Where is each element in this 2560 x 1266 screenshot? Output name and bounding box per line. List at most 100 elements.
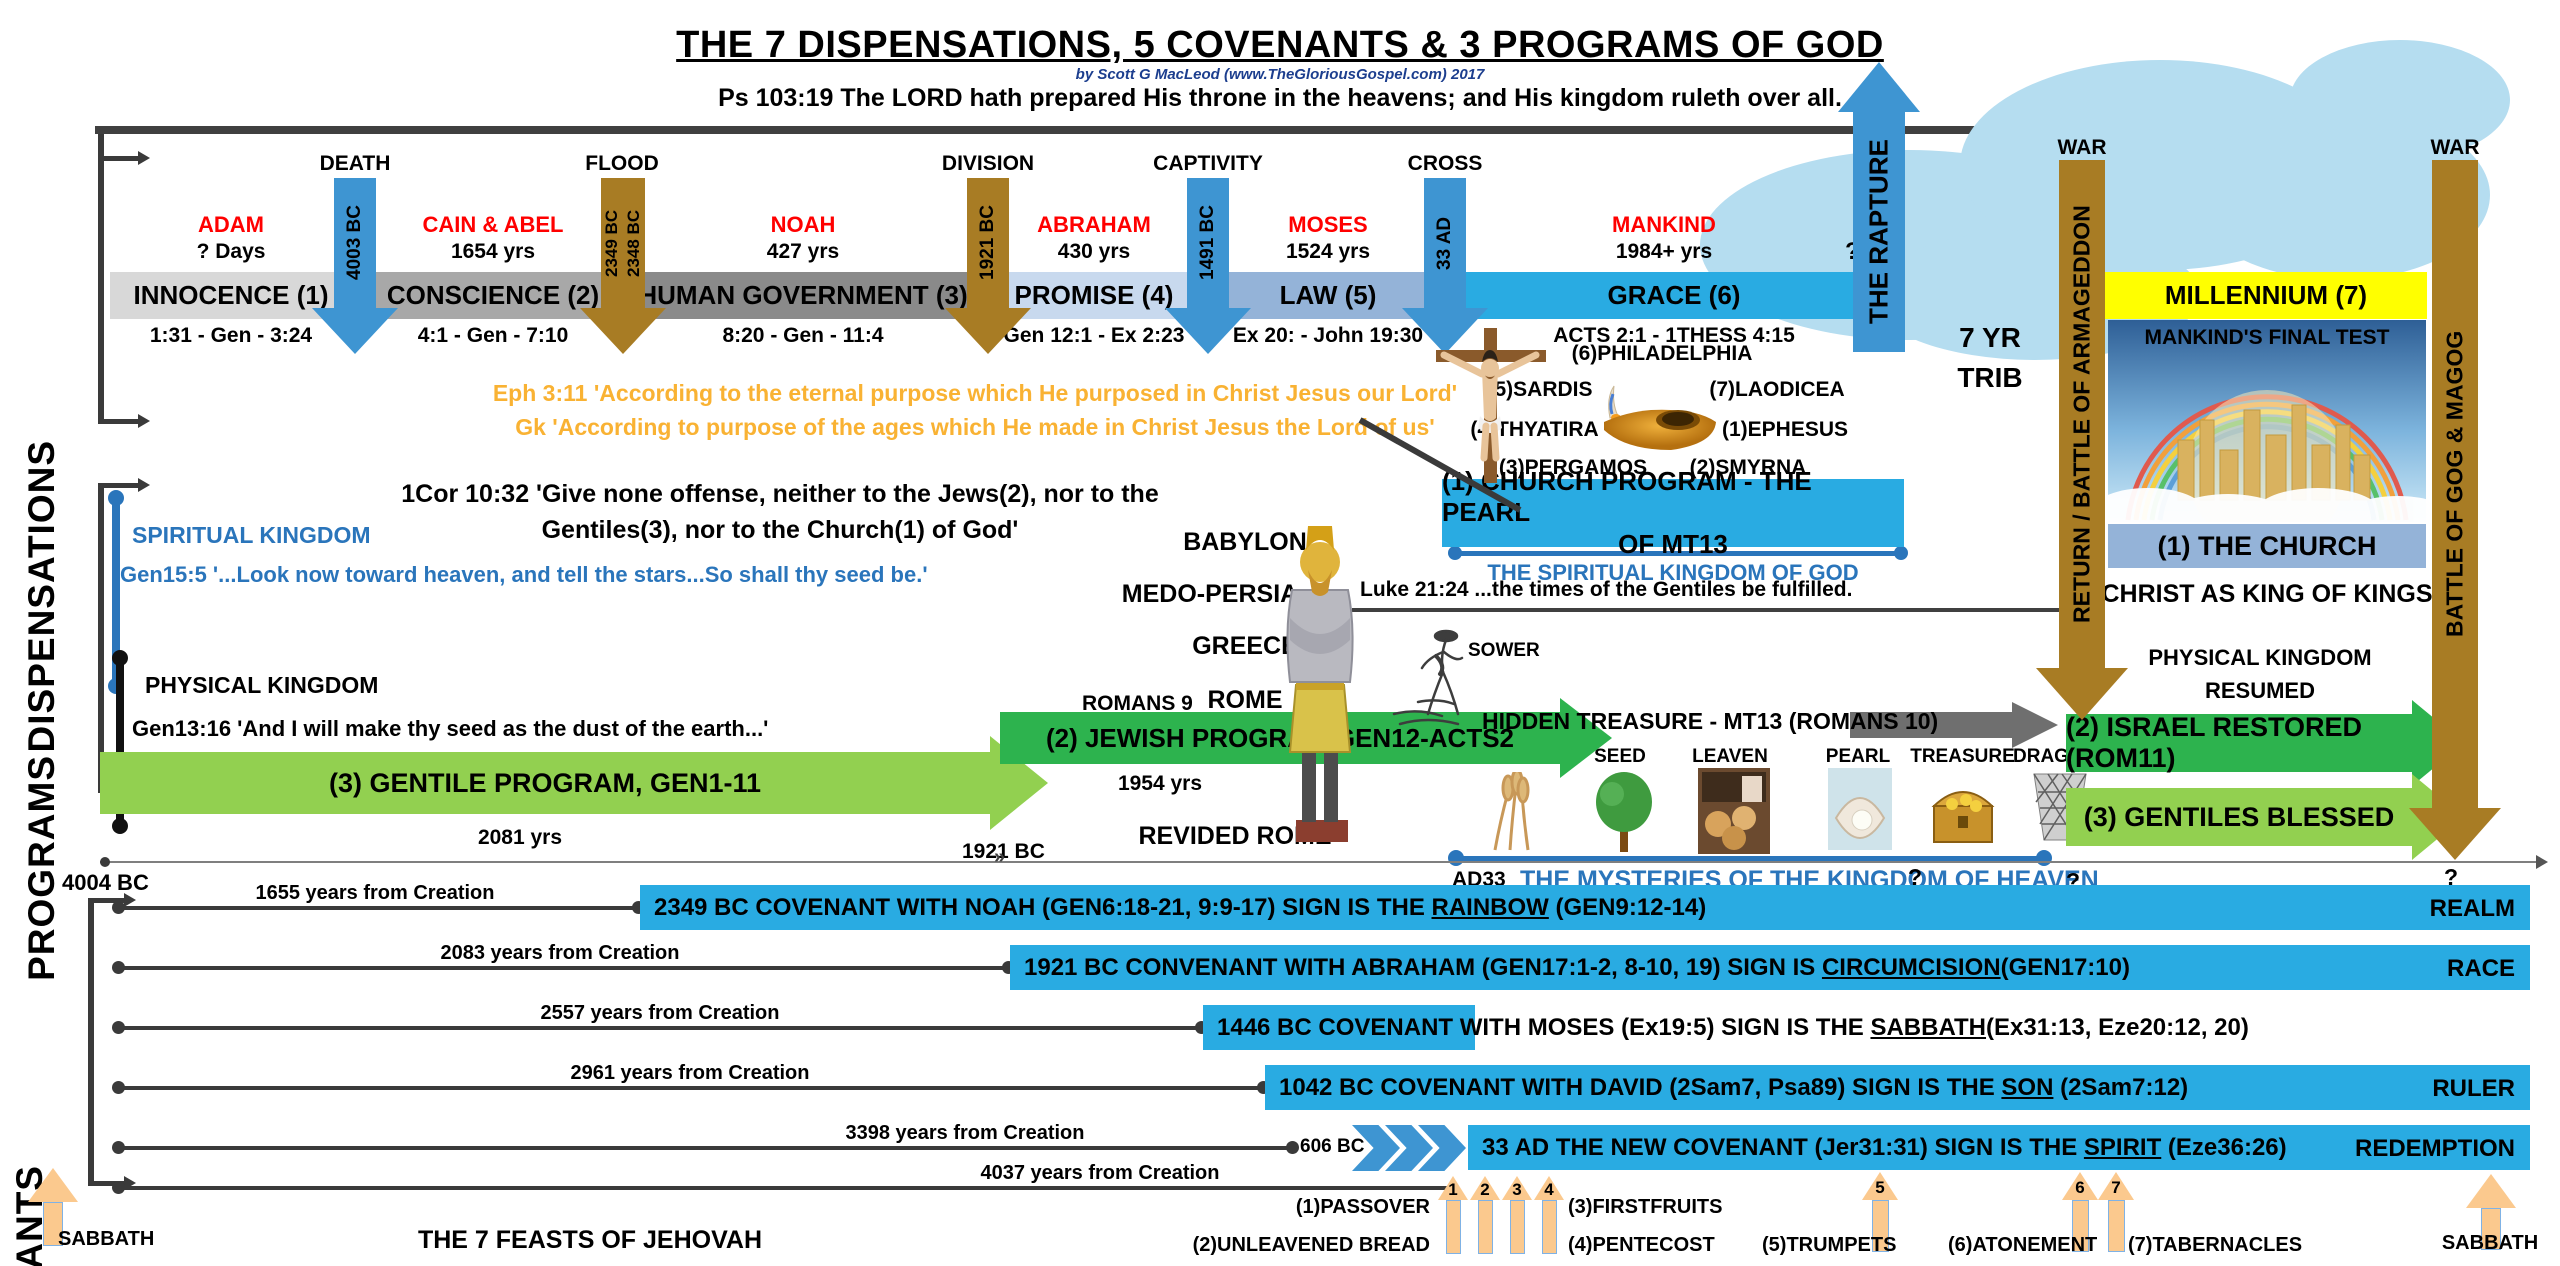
- era-ref: Ex 20: - John 19:30: [1232, 324, 1424, 347]
- gog-magog-arrow: BATTLE OF GOG & MAGOG: [2432, 160, 2478, 808]
- church-bar-label: (1) THE CHURCH: [2157, 530, 2377, 561]
- covenant4-tag: RULER: [2432, 1075, 2515, 1102]
- eph-quote-line2: Gk 'According to purpose of the ages whi…: [515, 414, 1435, 440]
- cor-quote-line2: Gentiles(3), nor to the Church(1) of God…: [541, 516, 1019, 544]
- israel-restored-arrow: (2) ISRAEL RESTORED (ROM11): [2066, 712, 2412, 773]
- feast-number-5: 5: [1875, 1178, 1885, 1197]
- eph-quote-line1: Eph 3:11 'According to the eternal purpo…: [492, 380, 1458, 406]
- millennium-church-bar: (1) THE CHURCH: [2108, 524, 2426, 568]
- event-label-division: DIVISION: [941, 152, 1035, 175]
- covenant2-text: 1921 BC CONVENANT WITH ABRAHAM (GEN17:1-…: [1024, 953, 2130, 981]
- mysteries-line-dot-right: [2036, 850, 2052, 866]
- gentiles-blessed-label: (3) GENTILES BLESSED: [2083, 801, 2395, 832]
- era-name: PROMISE (4): [1014, 280, 1174, 310]
- seed-tree-icon: [1592, 768, 1656, 854]
- era-bar-millennium: MILLENNIUM (7): [2105, 272, 2427, 319]
- feast-number-1: 1: [1448, 1180, 1458, 1199]
- era-ref: 1:31 - Gen - 3:24: [149, 324, 313, 347]
- covenant3-line-dot-left: [112, 1021, 125, 1034]
- event-label-flood: FLOOD: [585, 152, 659, 175]
- era-duration: 1984+ yrs: [1615, 240, 1713, 263]
- event-label-cross: CROSS: [1407, 152, 1483, 175]
- sabbath-left-arrow: [43, 1202, 63, 1246]
- covenant2-line: [118, 966, 1010, 970]
- spiritual-kingdom-line: [1454, 551, 1900, 556]
- gog-magog-label: BATTLE OF GOG & MAGOG: [2441, 330, 2468, 638]
- feast-number-7: 7: [2111, 1178, 2121, 1197]
- covenant1-text: 2349 BC COVENANT WITH NOAH (GEN6:18-21, …: [654, 893, 1707, 921]
- kingdom-medo-persia: MEDO-PERSIA: [1121, 580, 1299, 608]
- dispensations-bracket-arrow-top-tip: [138, 151, 150, 165]
- bc4004-label: 4004 BC: [62, 870, 149, 895]
- feast-arrow-head-3: [1502, 1176, 1532, 1200]
- era-duration: 1654 yrs: [450, 240, 536, 263]
- rapture-arrow: THE RAPTURE: [1853, 112, 1905, 352]
- covenants-bracket-arrow-bottom: [94, 1181, 124, 1186]
- era-bar-human-government: HUMAN GOVERNMENT (3): [628, 272, 978, 319]
- division-arrow-head: [945, 308, 1031, 354]
- era-bar-innocence: INNOCENCE (1): [110, 272, 352, 319]
- era-name: GRACE (6): [1607, 280, 1741, 310]
- tares-icon: [1480, 772, 1540, 852]
- physical-kingdom-bracket: [116, 655, 124, 825]
- feast-number-2: 2: [1480, 1180, 1490, 1199]
- covenant6-years: 4037 years from Creation: [980, 1162, 1220, 1184]
- covenant3-bar: 1446 BC COVENANT WITH MOSES (Ex19:5) SIG…: [1203, 1005, 2403, 1050]
- spiritual-kingdom-line-dot-left: [1448, 546, 1462, 560]
- rapture-label: THE RAPTURE: [1863, 139, 1894, 325]
- cross-arrow-head: [1402, 308, 1488, 354]
- rapture-arrow-head: [1838, 62, 1920, 112]
- byline: by Scott G MacLeod (www.TheGloriousGospe…: [1075, 66, 1485, 83]
- top-timeline-bar: [95, 126, 2395, 134]
- covenant6-line: [118, 1186, 1448, 1190]
- parable-label-treasure: TREASURE: [1910, 746, 2015, 767]
- axis-question-1: ?: [1908, 864, 1923, 890]
- feast-label-tabernacles: (7)TABERNACLES: [2128, 1234, 2303, 1256]
- feast-number-3: 3: [1512, 1180, 1522, 1199]
- era-duration: ? Days: [196, 240, 266, 263]
- physical-kingdom-label: PHYSICAL KINGDOM: [145, 672, 379, 698]
- era-name: INNOCENCE (1): [133, 280, 329, 310]
- covenant1-bar: 2349 BC COVENANT WITH NOAH (GEN6:18-21, …: [640, 885, 2530, 930]
- trib-label-line2: TRIB: [1957, 362, 2023, 393]
- era-bar-conscience: CONSCIENCE (2): [368, 272, 618, 319]
- axis-origin-dot: [100, 857, 110, 867]
- church-program-bar: (1) CHURCH PROGRAM - THE PEARL OF MT13: [1442, 466, 1904, 559]
- era-person: MANKIND: [1612, 212, 1716, 237]
- programs-bracket-arrow-top: [104, 483, 138, 488]
- era-ref: 4:1 - Gen - 7:10: [417, 324, 569, 347]
- era-person: NOAH: [770, 212, 836, 237]
- sabbath-right-arrow-head: [2466, 1174, 2516, 1208]
- jewish-program-arrow-head: [1560, 698, 1612, 778]
- feast-arrow-head-1: [1438, 1176, 1468, 1200]
- era-person: ABRAHAM: [1037, 212, 1151, 237]
- church-sardis: (5)SARDIS: [1487, 378, 1593, 401]
- nebuchadnezzar-statue-icon: [1262, 500, 1378, 845]
- feast-label-atonement: (6)ATONEMENT: [1948, 1234, 2098, 1256]
- sabbath-left-arrow-head: [28, 1168, 78, 1202]
- section-label-programs: PROGRAMS: [21, 755, 62, 981]
- covenant2-years: 2083 years from Creation: [440, 942, 680, 964]
- feast-arrow-7: [2108, 1200, 2125, 1252]
- kingdom-rome: ROME: [1207, 686, 1283, 714]
- feast-arrow-head-6: [2062, 1172, 2098, 1200]
- era-duration: 1524 yrs: [1285, 240, 1371, 263]
- church-thyatira: (4)THYATIRA: [1470, 418, 1599, 441]
- armageddon-arrow: RETURN / BATTLE OF ARMAGEDDON: [2059, 160, 2105, 668]
- feast-arrow-6: [2072, 1200, 2089, 1252]
- era-ref: ACTS 2:1 - 1THESS 4:15: [1553, 324, 1795, 347]
- covenant5-bar: 33 AD THE NEW COVENANT (Jer31:31) SIGN I…: [1468, 1125, 2530, 1170]
- era-ref: Gen 12:1 - Ex 2:23: [1003, 324, 1185, 347]
- church-smyrna: (2)SMYRNA: [1689, 456, 1807, 479]
- dispensations-bracket-arrow-bottom-tip: [138, 414, 150, 428]
- church-pergamos: (3)PERGAMOS: [1498, 456, 1648, 479]
- parable-label-leaven: LEAVEN: [1692, 746, 1768, 767]
- sabbath-right-label: SABBATH: [2441, 1232, 2539, 1254]
- church-philadelphia: (6)PHILADELPHIA: [1571, 342, 1753, 365]
- luke-quote: Luke 21:24 ...the times of the Gentiles …: [1360, 578, 1853, 601]
- physical-bracket-dot-bottom: [112, 818, 128, 834]
- covenant5-line-dot-right: [1286, 1141, 1299, 1154]
- covenant5-years: 3398 years from Creation: [845, 1122, 1085, 1144]
- covenant4-line: [118, 1086, 1265, 1090]
